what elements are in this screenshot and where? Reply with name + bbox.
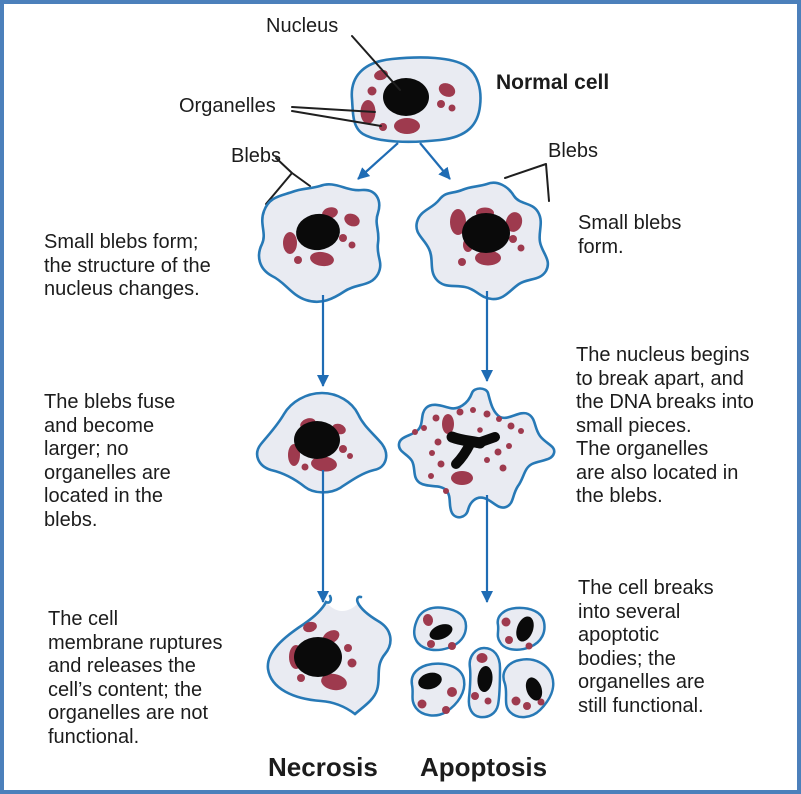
nucleus bbox=[462, 213, 510, 253]
blebs-bracket-right bbox=[504, 163, 550, 202]
organelles bbox=[412, 407, 524, 494]
necrosis-cell-step1 bbox=[257, 183, 382, 304]
necrosis-cell-step3 bbox=[266, 594, 392, 716]
ruptured-membrane-right bbox=[353, 595, 392, 716]
nucleus bbox=[294, 637, 342, 677]
apoptosis-cell-step2 bbox=[397, 387, 556, 519]
necrosis-step2-text: The blebs fuse and become larger; no org… bbox=[44, 391, 176, 531]
necrosis-title: Necrosis bbox=[268, 752, 378, 782]
normal-cell bbox=[350, 56, 482, 144]
nucleus-label: Nucleus bbox=[266, 15, 339, 37]
blebs-label-left: Blebs bbox=[231, 145, 282, 167]
apoptotic-body bbox=[410, 662, 466, 717]
branch-arrow-apoptosis bbox=[419, 142, 451, 180]
apoptotic-body bbox=[502, 658, 555, 719]
apoptosis-step2-text: The nucleus begins to break apart, and t… bbox=[576, 344, 754, 507]
apoptotic-bodies bbox=[410, 606, 555, 719]
organelles-leader-lines bbox=[291, 106, 382, 127]
nucleus bbox=[294, 421, 340, 459]
apoptotic-body bbox=[467, 646, 502, 719]
nucleus bbox=[383, 78, 429, 116]
apoptosis-step1-text: Small blebs form. bbox=[578, 212, 682, 258]
ruptured-membrane-left bbox=[266, 594, 357, 716]
nucleus-leader-line bbox=[351, 35, 401, 91]
apoptotic-body bbox=[496, 606, 546, 651]
blebs-label-right: Blebs bbox=[548, 140, 599, 162]
fragmented-nucleus bbox=[446, 431, 500, 469]
apoptotic-body bbox=[413, 606, 468, 652]
necrosis-cell-step2 bbox=[255, 391, 388, 494]
blebs-bracket-left bbox=[265, 157, 311, 205]
necrosis-step3-text: The cell membrane ruptures and releases … bbox=[48, 608, 223, 748]
apoptosis-cell-step1 bbox=[415, 181, 550, 301]
apoptosis-step3-text: The cell breaks into several apoptotic b… bbox=[578, 577, 714, 717]
apoptosis-title: Apoptosis bbox=[420, 752, 548, 782]
organelles-label: Organelles bbox=[179, 95, 276, 117]
branch-arrow-necrosis bbox=[357, 142, 399, 180]
normal-cell-label: Normal cell bbox=[496, 71, 610, 94]
necrosis-step1-text: Small blebs form; the structure of the n… bbox=[44, 231, 211, 300]
nucleus bbox=[296, 213, 340, 251]
